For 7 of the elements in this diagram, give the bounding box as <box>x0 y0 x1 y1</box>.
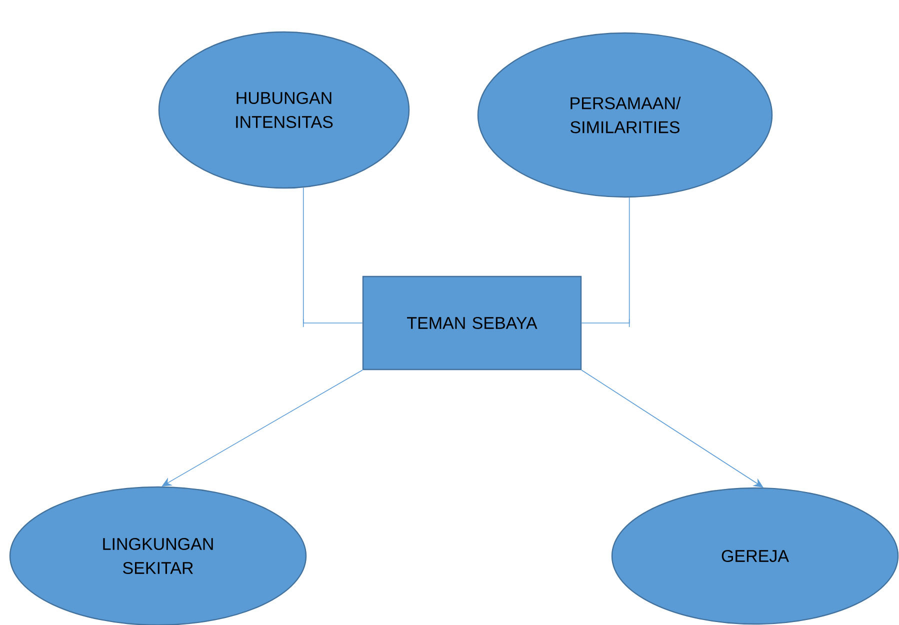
ellipse-node: LINGKUNGAN SEKITAR <box>9 486 307 625</box>
ellipse-node: PERSAMAAN/ SIMILARITIES <box>477 32 773 198</box>
ellipse-node: HUBUNGAN INTENSITAS <box>158 31 410 189</box>
ellipse-node: GEREJA <box>611 487 899 625</box>
connector-line <box>581 197 630 324</box>
connector-line <box>302 187 363 324</box>
process-box: TEMAN SEBAYA <box>362 276 582 370</box>
